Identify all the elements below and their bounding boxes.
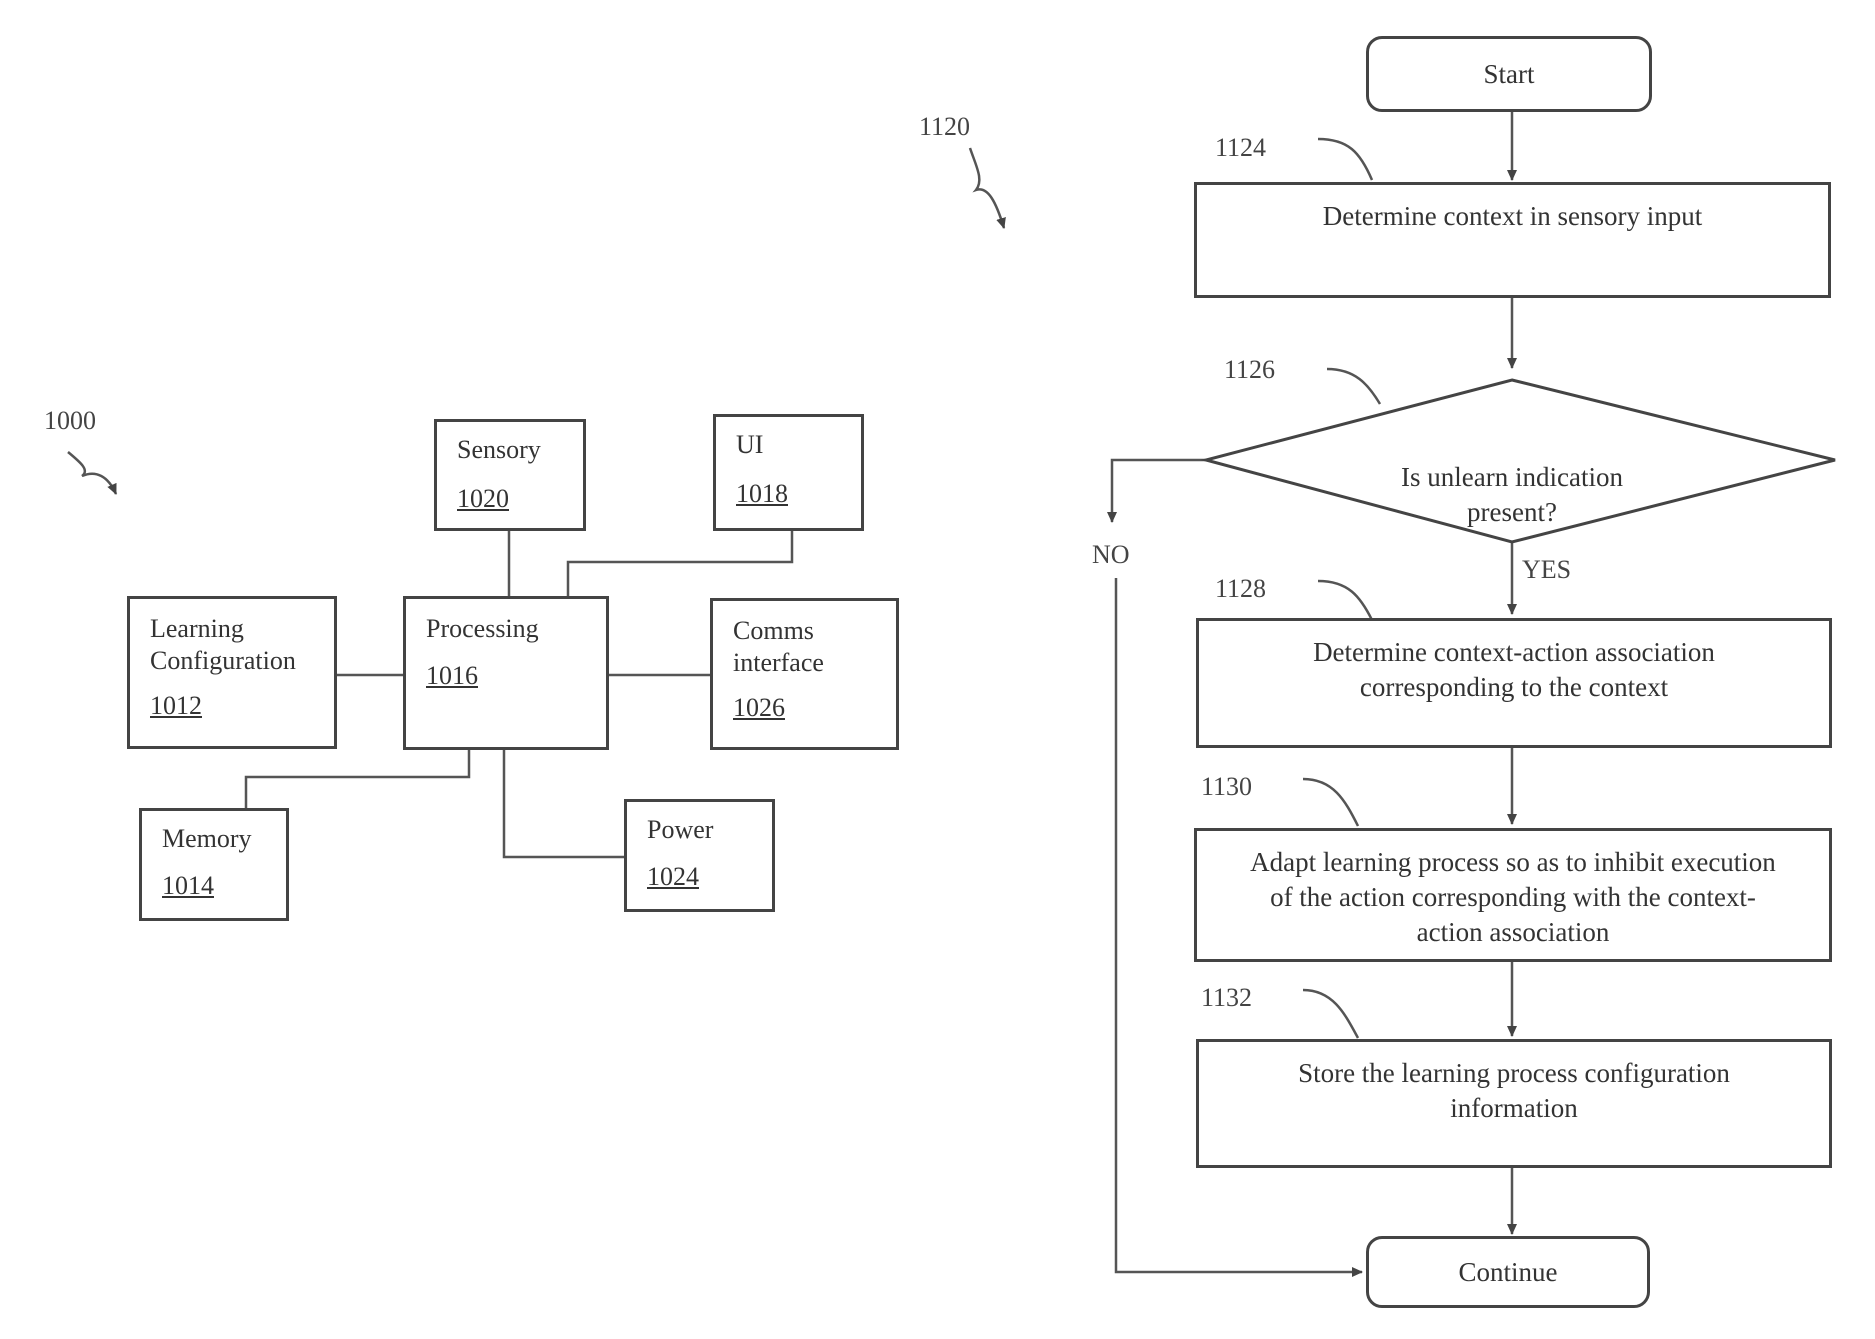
- continue-terminal: Continue: [1366, 1236, 1650, 1308]
- leader-1126: [1327, 369, 1380, 404]
- step-1128-box: Determine context-action association cor…: [1196, 618, 1832, 748]
- no-label: NO: [1092, 540, 1130, 570]
- block-memory-label: Memory: [162, 823, 252, 855]
- step-1124-text: Determine context in sensory input: [1323, 199, 1702, 234]
- step-1130-text: Adapt learning process so as to inhibit …: [1250, 845, 1776, 950]
- step-ref-1128: 1128: [1215, 574, 1266, 604]
- block-learning-label: Learning Configuration: [150, 613, 296, 677]
- block-sensory: Sensory 1020: [434, 419, 586, 531]
- step-ref-1132: 1132: [1201, 983, 1252, 1013]
- block-ui: UI 1018: [713, 414, 864, 531]
- line-processing-power: [504, 750, 624, 857]
- block-ui-ref: 1018: [736, 479, 788, 509]
- block-ui-label: UI: [736, 429, 763, 461]
- step-1130-box: Adapt learning process so as to inhibit …: [1194, 828, 1832, 962]
- block-processing-ref: 1016: [426, 661, 478, 691]
- arrow-no-branch: [1112, 460, 1206, 522]
- block-comms-label: Comms interface: [733, 615, 824, 679]
- start-terminal: Start: [1366, 36, 1652, 112]
- line-ui-processing: [568, 531, 792, 596]
- ref-1000-leader: [68, 452, 116, 494]
- yes-label: YES: [1522, 555, 1571, 585]
- block-memory: Memory 1014: [139, 808, 289, 921]
- block-sensory-ref: 1020: [457, 484, 509, 514]
- block-power: Power 1024: [624, 799, 775, 912]
- figure-ref-1120: 1120: [919, 112, 970, 142]
- block-sensory-label: Sensory: [457, 434, 541, 466]
- step-1132-text: Store the learning process configuration…: [1298, 1056, 1730, 1126]
- leader-1132: [1303, 990, 1358, 1038]
- block-processing-label: Processing: [426, 613, 539, 645]
- decision-1126-text: Is unlearn indication present?: [1336, 425, 1688, 530]
- leader-1130: [1303, 779, 1358, 826]
- block-memory-ref: 1014: [162, 871, 214, 901]
- block-comms-ref: 1026: [733, 693, 785, 723]
- step-1128-text: Determine context-action association cor…: [1313, 635, 1715, 705]
- continue-label: Continue: [1459, 1257, 1558, 1288]
- block-learning-ref: 1012: [150, 691, 202, 721]
- block-comms-interface: Comms interface 1026: [710, 598, 899, 750]
- block-learning-configuration: Learning Configuration 1012: [127, 596, 337, 749]
- block-processing: Processing 1016: [403, 596, 609, 750]
- leader-1128: [1318, 581, 1372, 620]
- block-power-label: Power: [647, 814, 713, 846]
- ref-1120-leader: [970, 148, 1004, 228]
- step-ref-1124: 1124: [1215, 133, 1266, 163]
- figure-ref-1000: 1000: [44, 406, 96, 436]
- line-processing-memory: [246, 750, 469, 808]
- step-1124-box: Determine context in sensory input: [1194, 182, 1831, 298]
- step-1132-box: Store the learning process configuration…: [1196, 1039, 1832, 1168]
- leader-1124: [1318, 139, 1372, 180]
- step-ref-1126: 1126: [1224, 355, 1275, 385]
- block-power-ref: 1024: [647, 862, 699, 892]
- step-ref-1130: 1130: [1201, 772, 1252, 802]
- start-label: Start: [1484, 59, 1535, 90]
